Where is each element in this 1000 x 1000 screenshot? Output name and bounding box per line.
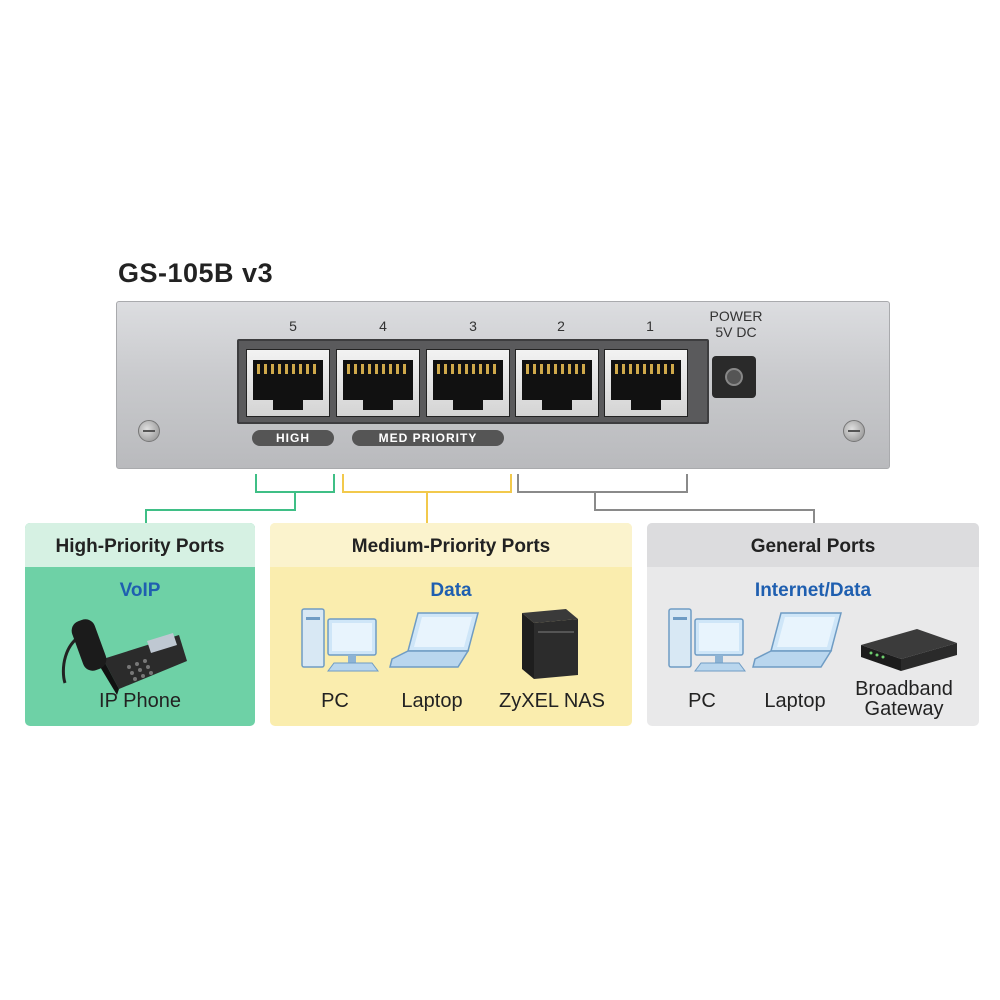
power-jack-icon	[712, 356, 756, 398]
device-label-pc: PC	[321, 690, 349, 712]
port-number-2: 2	[557, 318, 565, 334]
device-label-pc: PC	[688, 690, 716, 712]
general-connector	[517, 474, 815, 523]
med-priority-tag: MED PRIORITY	[352, 430, 504, 446]
medium-priority-category: Data	[430, 580, 472, 601]
broadband-gateway-label-line1: Broadband	[855, 678, 953, 700]
ethernet-port-4	[336, 349, 420, 417]
high-priority-title: High-Priority Ports	[25, 523, 255, 567]
high-priority-category: VoIP	[119, 580, 161, 601]
ethernet-port-2	[515, 349, 599, 417]
model-title: GS-105B v3	[118, 258, 274, 288]
high-priority-panel: High-Priority Ports VoIP IP Phone	[25, 523, 255, 726]
device-label-laptop: Laptop	[764, 690, 826, 712]
device-label-ip-phone: IP Phone	[99, 690, 181, 712]
ip-phone-icon	[61, 619, 187, 695]
high-priority-tag: HIGH	[252, 430, 334, 446]
general-ports-category: Internet/Data	[754, 580, 872, 601]
power-label-line2: 5V DC	[715, 324, 757, 340]
laptop-icon	[389, 612, 479, 668]
general-ports-title: General Ports	[647, 523, 979, 567]
broadband-gateway-icon	[861, 629, 957, 671]
desktop-pc-icon	[668, 608, 746, 672]
broadband-gateway-label-line2: Gateway	[864, 698, 944, 720]
device-label-broadband-gateway: Broadband Gateway	[843, 679, 965, 719]
high-connector	[145, 474, 335, 523]
screw-right-icon	[843, 420, 865, 442]
medium-priority-title: Medium-Priority Ports	[270, 523, 632, 567]
ethernet-port-5	[246, 349, 330, 417]
ethernet-port-3	[426, 349, 510, 417]
screw-left-icon	[138, 420, 160, 442]
power-label-line1: POWER	[709, 308, 763, 324]
medium-connector	[342, 474, 512, 523]
laptop-icon	[752, 612, 842, 668]
port-number-1: 1	[646, 318, 654, 334]
device-label-zyxel-nas: ZyXEL NAS	[499, 690, 605, 712]
desktop-pc-icon	[301, 608, 379, 672]
nas-icon	[522, 609, 578, 679]
port-number-4: 4	[379, 318, 387, 334]
device-label-laptop: Laptop	[401, 690, 463, 712]
power-label: POWER 5V DC	[700, 308, 772, 340]
general-ports-panel: General Ports Internet/Data PC Laptop Br…	[647, 523, 979, 726]
port-number-3: 3	[469, 318, 477, 334]
port-number-5: 5	[289, 318, 297, 334]
ethernet-port-1	[604, 349, 688, 417]
port-bay	[237, 339, 709, 424]
medium-priority-panel: Medium-Priority Ports Data PC Laptop ZyX…	[270, 523, 632, 726]
